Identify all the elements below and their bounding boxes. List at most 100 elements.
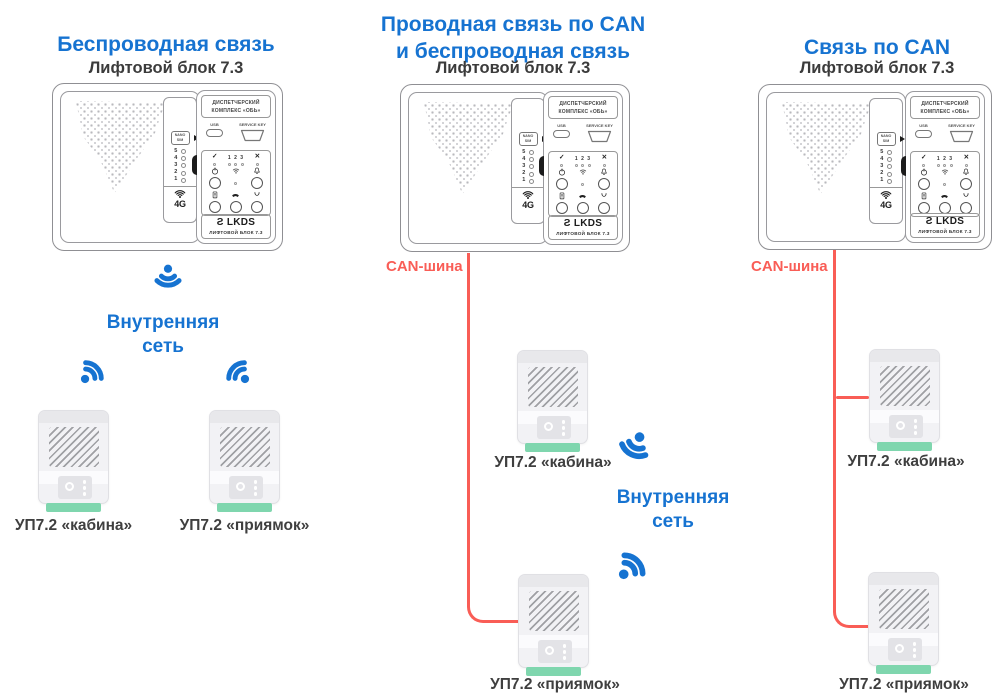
button-left	[208, 177, 221, 190]
internal-network-label-2: Внутренняя сеть	[616, 487, 730, 532]
phone-icon	[231, 191, 240, 199]
column-wired-subtitle: Лифтовой блок 7.3	[799, 59, 955, 77]
green-base	[217, 503, 272, 512]
up-device-cabin-2	[517, 350, 588, 452]
journal-icon	[211, 191, 219, 199]
usb-port-icon	[206, 129, 223, 137]
service-key-connector-icon	[587, 130, 612, 143]
up-pit-label-1: УП7.2 «приямок»	[179, 517, 310, 534]
column-wireless-title: Беспроводная связь	[57, 33, 275, 56]
usb-port-icon	[915, 130, 932, 138]
column-wired-wireless-subtitle: Лифтовой блок 7.3	[435, 59, 591, 77]
column-wired-title: Связь по CAN	[803, 36, 951, 59]
up-cabin-label-3: УП7.2 «кабина»	[847, 453, 965, 470]
cross-label: ✕	[254, 153, 261, 161]
handset-icon	[253, 191, 261, 198]
control-panel: ДИСПЕТЧЕРСКИЙ КОМПЛЕКС «ОБЬ» USB SERVICE…	[539, 91, 623, 245]
speaker-holes	[75, 101, 166, 194]
wifi-antenna-icon	[174, 190, 186, 198]
bell-icon	[253, 167, 261, 175]
button-right	[251, 177, 264, 190]
led-icon	[180, 177, 186, 183]
signal-level-leds: 5 4 3 2 1	[174, 148, 186, 183]
call-button-icon	[65, 482, 74, 491]
wifi-icon	[232, 168, 240, 174]
can-bus-label-2: CAN-шина	[386, 258, 463, 275]
wifi-icon	[579, 169, 587, 175]
dispatcher-complex-label: ДИСПЕТЧЕРСКИЙ КОМПЛЕКС «ОБЬ»	[201, 95, 271, 118]
usb-port: USB	[915, 123, 932, 149]
button-panel: ✓ 1 2 3 ✕	[910, 151, 980, 217]
lift-block-device-1: NANO SIM 5 4 3 2 1 4G	[52, 83, 283, 251]
can-bus-line-2	[467, 253, 518, 623]
journal-icon	[920, 192, 928, 200]
can-bus-label-3: CAN-шина	[751, 258, 828, 275]
service-key-port: SERVICE KEY	[239, 122, 266, 148]
control-panel: ДИСПЕТЧЕРСКИЙ КОМПЛЕКС «ОБЬ» USB SERVICE…	[901, 91, 985, 243]
check-label: ✓	[211, 153, 218, 161]
up-device-pit-1	[209, 410, 280, 512]
led-icon	[180, 163, 186, 169]
power-icon	[558, 168, 566, 176]
column-wired-wireless-title: Проводная связь по CAN и беспроводная св…	[380, 13, 646, 63]
up-device-cabin-1	[38, 410, 109, 512]
can-bus-line-3	[833, 250, 869, 628]
wifi-signal-down-icon	[150, 262, 186, 298]
up-control-box	[229, 476, 263, 499]
service-key-connector-icon	[240, 129, 265, 142]
up-device-cabin-3	[869, 349, 940, 451]
up-device-pit-2	[518, 574, 589, 676]
phone-icon	[578, 192, 587, 200]
call-button-icon	[236, 482, 245, 491]
lkds-logo: Ƨ LKDS ЛИФТОВОЙ БЛОК 7.3	[201, 214, 271, 239]
signal-level-leds: 5 4 3 2 1	[880, 149, 892, 184]
service-key-connector-icon	[949, 130, 974, 143]
modem-4g-label: 4G	[174, 198, 186, 209]
led-icon	[213, 162, 217, 166]
can-bus-branch-3	[836, 396, 869, 399]
sim-led-strip: NANO SIM 5 4 3 2 1 4G	[511, 98, 547, 224]
signal-level-leds: 5 4 3 2 1	[522, 149, 534, 184]
call-button-icon	[896, 421, 905, 430]
power-icon	[211, 167, 219, 175]
wifi-signal-right-icon	[212, 346, 263, 397]
button-panel: ✓ 1 2 3 ✕	[201, 150, 271, 216]
usb-port: USB	[206, 122, 223, 148]
column-wireless-subtitle: Лифтовой блок 7.3	[88, 59, 244, 77]
usb-port-icon	[553, 130, 570, 138]
sim-eject-arrow-icon	[899, 136, 905, 142]
green-base	[46, 503, 101, 512]
speaker-hatch	[49, 427, 99, 467]
service-key-port: SERVICE KEY	[948, 123, 975, 149]
wifi-icon	[941, 169, 949, 175]
power-icon	[920, 168, 928, 176]
up-cabin-label-1: УП7.2 «кабина»	[14, 517, 133, 534]
speaker-hatch	[220, 427, 270, 467]
panel-notch	[192, 155, 197, 175]
handset-icon	[962, 192, 970, 199]
up-pit-label-2: УП7.2 «приямок»	[490, 676, 620, 693]
control-panel: ДИСПЕТЧЕРСКИЙ КОМПЛЕКС «ОБЬ» USB SERVICE…	[192, 90, 276, 244]
nano-sim-slot: NANO SIM	[170, 131, 190, 145]
wifi-antenna-icon	[880, 191, 892, 199]
lift-block-device-3: NANO SIM 5 4 3 2 1 4G ДИСПЕТЧЕРСКИЙ КОМП…	[758, 84, 992, 250]
lkds-logo: Ƨ LKDS ЛИФТОВОЙ БЛОК 7.3	[910, 213, 980, 238]
handset-icon	[600, 192, 608, 199]
lkds-logo: Ƨ LKDS ЛИФТОВОЙ БЛОК 7.3	[548, 215, 618, 240]
led-icon	[234, 181, 238, 185]
bell-icon	[600, 168, 608, 176]
led-icon	[180, 156, 186, 162]
journal-icon	[558, 192, 566, 200]
bell-icon	[962, 168, 970, 176]
service-key-port: SERVICE KEY	[586, 123, 613, 149]
button-panel: ✓ 1 2 3 ✕	[548, 151, 618, 217]
lkds-logo-mark: Ƨ	[216, 217, 224, 229]
call-button-icon	[545, 646, 554, 655]
usb-port: USB	[553, 123, 570, 149]
led-icon	[180, 149, 186, 155]
up-device-pit-3	[868, 572, 939, 674]
dispatcher-complex-label: ДИСПЕТЧЕРСКИЙ КОМПЛЕКС «ОБЬ»	[548, 96, 618, 119]
wifi-antenna-icon	[522, 191, 534, 199]
digits-label: 1 2 3	[227, 154, 245, 161]
